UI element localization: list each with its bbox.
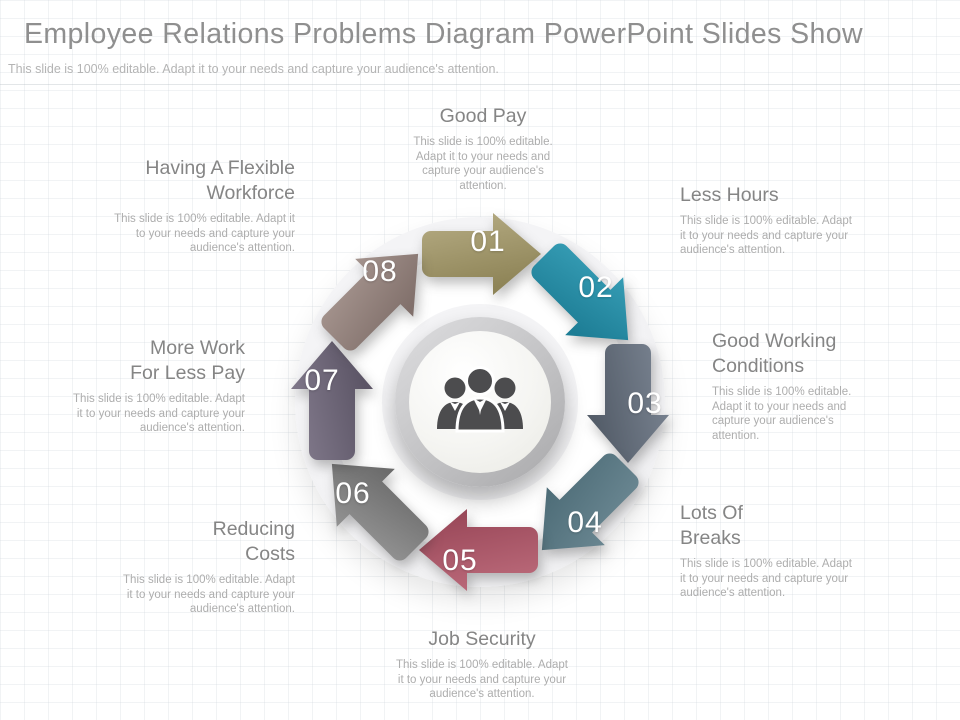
label-title: Having A Flexible Workforce — [145, 157, 295, 204]
label-title: Good Pay — [439, 105, 527, 127]
arrow-number-03: 03 — [627, 387, 663, 420]
label-description: This slide is 100% editable. Adapt it to… — [712, 386, 852, 442]
slide-subtitle: This slide is 100% editable. Adapt it to… — [8, 62, 499, 76]
label-title: Reducing Costs — [212, 518, 295, 565]
label-description: This slide is 100% editable. Adapt it to… — [73, 393, 245, 434]
label-good-working-conditions: Good Working Conditions This slide is 10… — [712, 329, 874, 443]
arrow-number-05: 05 — [442, 544, 478, 577]
label-title: More Work For Less Pay — [130, 337, 245, 384]
label-description: This slide is 100% editable. Adapt it to… — [413, 136, 553, 192]
label-title: Good Working Conditions — [712, 330, 837, 377]
arrow-05 — [415, 502, 545, 598]
top-separator-line — [0, 84, 960, 85]
label-title: Less Hours — [680, 184, 779, 206]
arrow-01 — [415, 206, 545, 302]
label-more-work-for-less-pay: More Work For Less Pay This slide is 100… — [73, 336, 245, 436]
arrow-04 — [520, 453, 650, 555]
arrow-number-01: 01 — [470, 225, 506, 258]
label-description: This slide is 100% editable. Adapt it to… — [396, 659, 568, 700]
arrow-08 — [310, 249, 440, 351]
label-reducing-costs: Reducing Costs This slide is 100% editab… — [123, 517, 295, 617]
label-having-a-flexible-workforce: Having A Flexible Workforce This slide i… — [113, 156, 295, 256]
center-badge — [409, 331, 551, 473]
slide-title: Employee Relations Problems Diagram Powe… — [24, 18, 863, 50]
team-group-icon — [432, 363, 528, 442]
label-good-pay: Good Pay This slide is 100% editable. Ad… — [398, 104, 568, 193]
label-lots-of-breaks: Lots Of Breaks This slide is 100% editab… — [680, 501, 852, 601]
arrow-03 — [563, 344, 693, 463]
arrow-number-08: 08 — [362, 255, 398, 288]
label-description: This slide is 100% editable. Adapt it to… — [114, 213, 295, 254]
arrow-number-04: 04 — [567, 506, 603, 539]
label-job-security: Job Security This slide is 100% editable… — [394, 627, 570, 702]
label-title: Job Security — [428, 628, 536, 650]
arrow-02 — [520, 243, 650, 345]
arrow-number-02: 02 — [578, 271, 614, 304]
label-description: This slide is 100% editable. Adapt it to… — [680, 558, 852, 599]
label-title: Lots Of Breaks — [680, 502, 743, 549]
arrow-07 — [267, 341, 397, 460]
label-description: This slide is 100% editable. Adapt it to… — [680, 215, 852, 256]
label-less-hours: Less Hours This slide is 100% editable. … — [680, 183, 852, 258]
arrow-06 — [310, 459, 440, 561]
label-description: This slide is 100% editable. Adapt it to… — [123, 574, 295, 615]
arrow-number-07: 07 — [304, 364, 340, 397]
arrow-number-06: 06 — [335, 477, 371, 510]
